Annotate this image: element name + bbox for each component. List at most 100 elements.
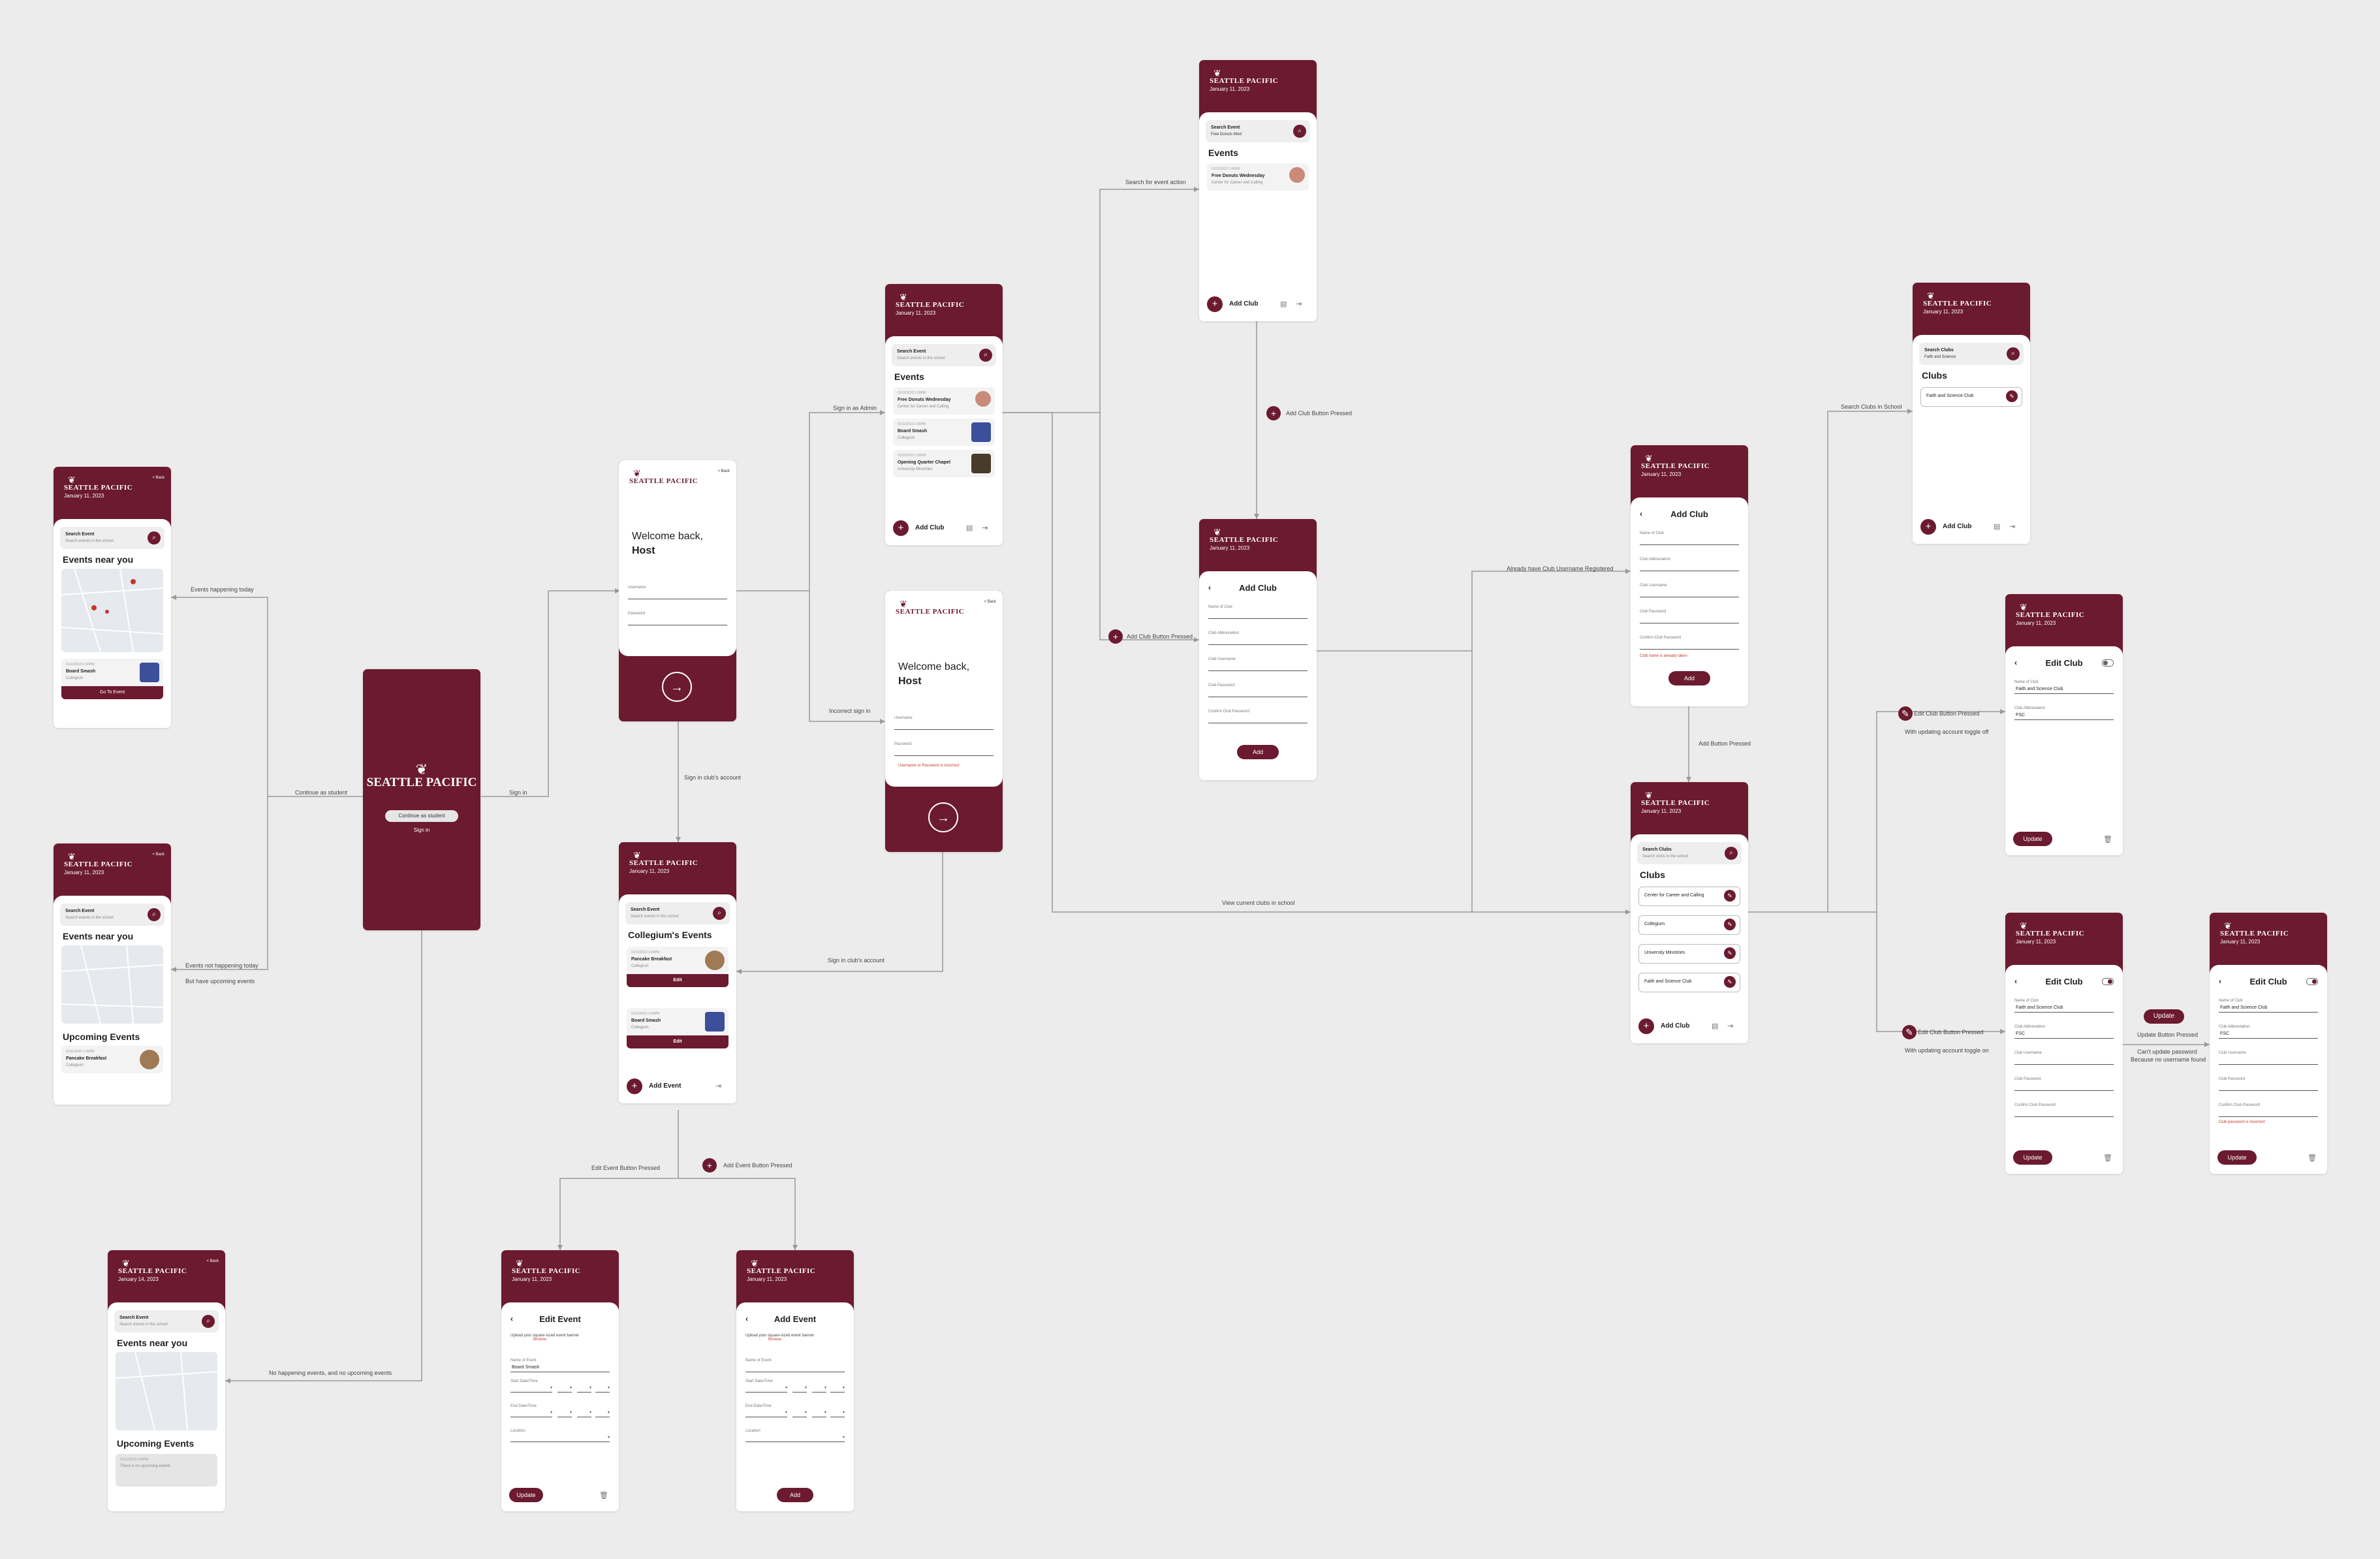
label-toggle-on: With updating account toggle on [1905,1047,1989,1054]
go-to-event-button[interactable]: Go To Event [61,686,163,699]
label-add-club-pressed: Add Club Button Pressed [1286,410,1353,417]
update-note-button: Update [2144,1009,2184,1024]
edit-icon: ✎ [1724,890,1736,902]
label-search-clubs: Search Clubs in School [1841,403,1902,410]
back-icon[interactable]: ‹ [510,1314,513,1323]
label-update-pressed: Update Button Pressed [2137,1031,2199,1038]
back-link[interactable]: < Back [152,476,164,480]
splash-screen: ❦ SEATTLE PACIFIC Continue as student Si… [363,669,480,930]
add-club-button[interactable]: + [1207,296,1223,312]
add-club-button[interactable]: + [893,520,909,536]
submit-arrow-button[interactable]: → [662,672,692,702]
label-view-clubs: View current clubs in school [1222,900,1295,906]
add-club-button[interactable]: + [1920,519,1936,535]
error-message: Username or Password is incorrect [898,764,960,768]
club-row[interactable]: University Ministries✎ [1638,944,1740,964]
section-title: Events near you [63,554,134,565]
back-icon[interactable]: ‹ [1640,509,1642,518]
error-message: Club name is already taken [1640,654,1687,658]
trash-icon[interactable]: 🗑 [599,1492,608,1500]
map[interactable] [61,569,163,652]
search-icon[interactable]: ⌕ [148,908,161,921]
back-icon[interactable]: ‹ [2219,977,2221,986]
label-not-happening: Events not happening today [185,962,258,969]
trash-icon[interactable]: 🗑 [2103,1154,2112,1162]
brand-name: SEATTLE PACIFIC [366,776,477,789]
edit-club-node-1: ✎ [1898,706,1913,721]
map[interactable] [116,1352,217,1430]
update-button[interactable]: Update [2013,832,2052,846]
update-button[interactable]: Update [509,1488,543,1502]
search-icon[interactable]: ⌕ [1293,125,1306,138]
club-row[interactable]: Faith and Science Club✎ [1920,387,2022,407]
label-add-event-pressed: Add Event Button Pressed [723,1162,792,1169]
label-no-happening: No happening events, and no upcoming eve… [269,1370,392,1376]
update-account-toggle[interactable] [2306,978,2318,985]
clubs-icon[interactable]: ▤ [966,524,973,532]
add-club-button[interactable]: + [1638,1018,1654,1034]
back-icon[interactable]: ‹ [2014,658,2017,667]
label-sign-in-admin: Sign in as Admin [833,405,877,411]
label-toggle-off: With updating account toggle off [1905,729,1989,735]
add-event-node: + [702,1158,717,1173]
club-row[interactable]: Center for Career and Calling✎ [1638,887,1740,906]
add-button[interactable]: Add [1237,745,1279,759]
add-button[interactable]: Add [777,1488,813,1502]
label-but-upcoming: But have upcoming events [185,978,255,984]
label-sign-in-club: Sign in club's account [684,774,741,781]
club-row[interactable]: Collegium✎ [1638,915,1740,935]
add-club-node-2: + [1108,629,1123,644]
add-club-node-1: + [1266,406,1281,420]
edit-button[interactable]: Edit [627,1035,728,1048]
edit-button[interactable]: Edit [627,974,728,987]
back-icon[interactable]: ‹ [2014,977,2017,986]
logout-icon[interactable]: ⇥ [982,524,988,532]
event-thumbnail [140,663,159,682]
label-edit-event-pressed: Edit Event Button Pressed [591,1165,661,1171]
edit-icon: ✎ [2006,390,2018,402]
edit-club-node-2: ✎ [1902,1025,1917,1039]
label-because: Because no username found [2131,1056,2206,1063]
submit-arrow-button[interactable]: → [928,802,958,832]
search-icon[interactable]: ⌕ [2007,347,2020,360]
club-row[interactable]: Faith and Science Club✎ [1638,973,1740,992]
label-add-button-pressed: Add Button Pressed [1699,740,1751,747]
browse-link[interactable]: Browse [533,1338,546,1342]
search-icon[interactable]: ⌕ [202,1315,215,1328]
login-incorrect-screen: ❦SEATTLE PACIFIC < Back Welcome back,Hos… [885,591,1003,852]
add-event-button[interactable]: + [627,1079,642,1094]
update-account-toggle[interactable] [2102,659,2114,667]
search-icon[interactable]: ⌕ [713,907,726,920]
back-icon[interactable]: ‹ [1208,583,1211,592]
back-icon[interactable]: ‹ [745,1314,748,1323]
search-icon[interactable]: ⌕ [148,531,161,544]
update-button[interactable]: Update [2013,1150,2052,1165]
map[interactable] [61,945,163,1024]
search-icon[interactable]: ⌕ [979,349,992,362]
trash-icon[interactable]: 🗑 [2103,836,2112,843]
add-button[interactable]: Add [1668,671,1710,685]
trash-icon[interactable]: 🗑 [2308,1154,2317,1162]
logout-icon[interactable]: ⇥ [715,1082,722,1090]
error-message: Club password is incorrect [2219,1120,2265,1124]
label-already-have: Already have Club Username Registered [1507,565,1614,572]
continue-student-button[interactable]: Continue as student [385,810,458,822]
search-icon[interactable]: ⌕ [1725,847,1738,860]
sign-in-link[interactable]: Sign in [413,827,430,833]
update-account-toggle[interactable] [2102,978,2114,985]
label-sign-in-club2: Sign in club's account [828,957,885,964]
edit-icon: ✎ [1724,947,1736,959]
label-edit-club-pressed: Edit Club Button Pressed [1914,710,1980,717]
update-button[interactable]: Update [2217,1150,2257,1165]
browse-link[interactable]: Browse [768,1338,781,1342]
